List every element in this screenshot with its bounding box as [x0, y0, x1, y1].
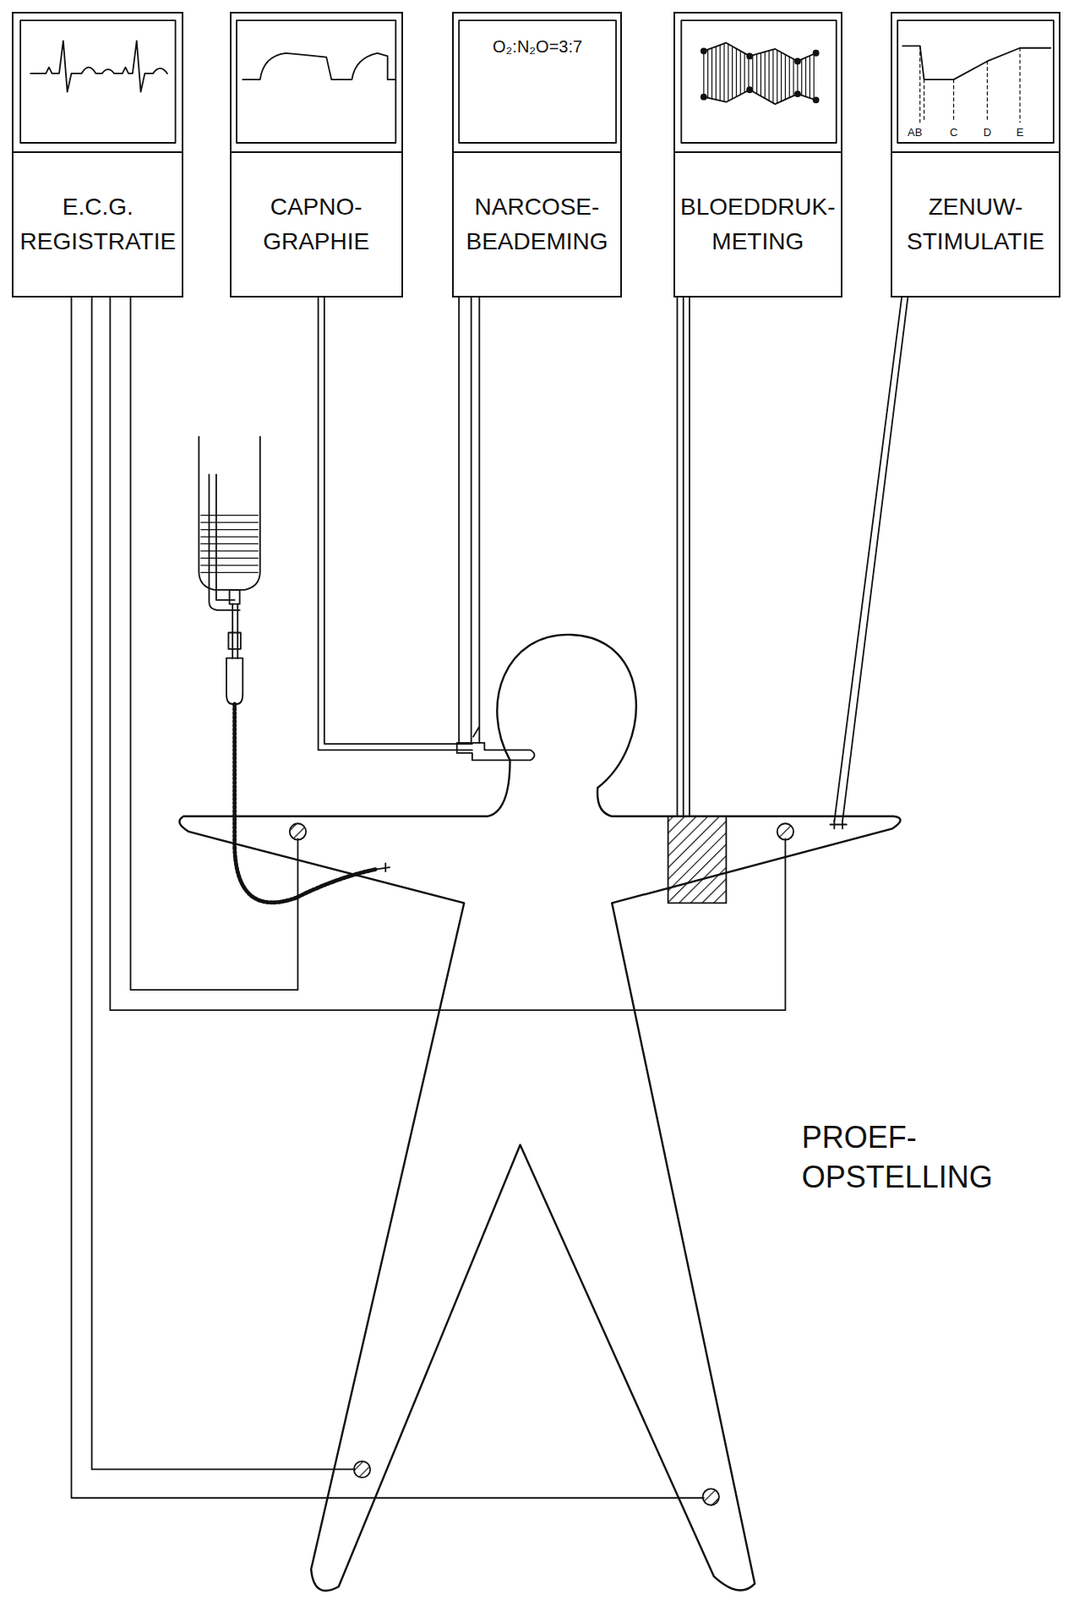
monitor-label: E.C.G. REGISTRATIE — [20, 190, 177, 259]
monitor-screen-frame — [231, 13, 402, 153]
monitor-screen — [20, 20, 175, 143]
monitor-screen-frame — [453, 13, 622, 153]
blood-pressure-cuff — [668, 816, 727, 904]
twitch-markers — [920, 45, 1020, 123]
phase-letter: D — [983, 125, 992, 139]
electrode — [703, 1488, 720, 1505]
roller-clamp — [228, 632, 240, 649]
capnogram-trace — [242, 53, 396, 80]
infusion-line — [234, 703, 377, 903]
monitor-label: BLOEDDRUK- METING — [680, 190, 836, 259]
monitor-label-area: ZENUW- STIMULATIE — [892, 152, 1060, 297]
stimulation-lead — [834, 298, 908, 822]
cannula — [375, 862, 390, 872]
phase-letter: AB — [907, 125, 922, 139]
phase-letter: E — [1016, 125, 1025, 139]
monitor-label-area: CAPNO- GRAPHIE — [231, 152, 402, 297]
twitch-trace — [902, 45, 1051, 80]
ecg-lead — [109, 298, 786, 1011]
monitor-screen — [236, 20, 396, 143]
ecg-trace — [30, 40, 168, 92]
cuff-tubes — [676, 298, 689, 817]
monitor-box: E.C.G. REGISTRATIE — [11, 11, 184, 298]
blood-pressure-trace — [701, 43, 819, 104]
electrode — [289, 823, 306, 840]
monitor-label-area: NARCOSE- BEADEMING — [453, 152, 622, 297]
breathing-tube — [458, 298, 480, 743]
electrode — [777, 823, 794, 840]
ecg-lead — [70, 298, 704, 1499]
electrode — [354, 1461, 371, 1478]
drip-set — [232, 604, 238, 659]
monitor-label-area: E.C.G. REGISTRATIE — [13, 152, 182, 297]
sample-line — [318, 298, 473, 751]
monitor-label: NARCOSE- BEADEMING — [465, 190, 608, 259]
monitor-screen-frame — [13, 13, 182, 153]
ecg-lead — [130, 298, 298, 991]
monitor-box: ZENUW- STIMULATIE — [890, 11, 1062, 298]
face-mask — [457, 742, 535, 761]
monitor-screen — [458, 20, 617, 143]
gas-ratio: O₂:N₂O=3:7 — [492, 37, 583, 57]
monitor-screen-frame — [675, 13, 841, 153]
monitor-box: BLOEDDRUK- METING — [673, 11, 843, 298]
drip-chamber — [226, 658, 243, 704]
bag-port — [229, 589, 240, 605]
stimulation-electrodes — [830, 820, 847, 829]
monitor-label-area: BLOEDDRUK- METING — [675, 152, 841, 297]
monitor-label: ZENUW- STIMULATIE — [906, 190, 1045, 259]
infusion-bag — [198, 436, 260, 590]
monitor-box: CAPNO- GRAPHIE — [229, 11, 404, 298]
air-vent — [208, 474, 240, 611]
phase-letter: C — [949, 125, 958, 139]
ecg-lead — [92, 298, 355, 1470]
setup-title: PROEF- OPSTELLING — [801, 1117, 993, 1198]
monitor-screen — [897, 20, 1054, 143]
monitor-screen — [681, 20, 836, 143]
body-outline — [179, 634, 900, 1591]
monitor-label: CAPNO- GRAPHIE — [262, 190, 370, 259]
